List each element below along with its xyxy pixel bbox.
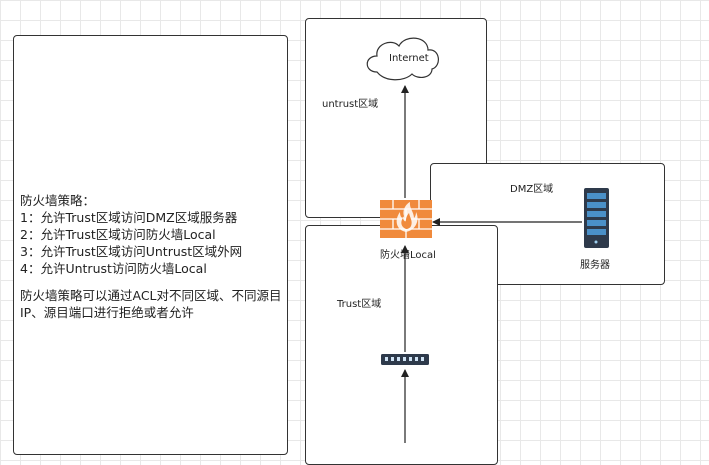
- trust-zone: [305, 225, 498, 465]
- policy-rule-4: 4：允许Untrust访问防火墙Local: [20, 261, 207, 276]
- policy-note-line2: IP、源目端口进行拒绝或者允许: [20, 305, 194, 320]
- untrust-zone-label: untrust区域: [322, 99, 379, 110]
- policy-rule-1: 1：允许Trust区域访问DMZ区域服务器: [20, 210, 238, 225]
- trust-zone-label: Trust区域: [337, 299, 382, 310]
- policy-rule-3: 3：允许Trust区域访问Untrust区域外网: [20, 244, 243, 259]
- policy-box: [13, 35, 288, 455]
- internet-label: Internet: [389, 53, 429, 64]
- dmz-zone-label: DMZ区域: [510, 184, 554, 195]
- switch-icon: [381, 354, 429, 365]
- firewall-icon: [380, 200, 432, 238]
- firewall-label: 防火墙Local: [380, 250, 436, 261]
- policy-rule-2: 2：允许Trust区域访问防火墙Local: [20, 227, 216, 242]
- diagram-graphics: [366, 37, 609, 443]
- policy-heading: 防火墙策略：: [20, 193, 96, 208]
- server-label: 服务器: [580, 260, 610, 271]
- policy-text: 防火墙策略： 1：允许Trust区域访问DMZ区域服务器 2：允许Trust区域…: [20, 192, 282, 321]
- policy-note-line1: 防火墙策略可以通过ACL对不同区域、不同源目: [20, 288, 282, 303]
- internet-cloud-icon: [366, 37, 439, 81]
- server-icon: [584, 188, 609, 248]
